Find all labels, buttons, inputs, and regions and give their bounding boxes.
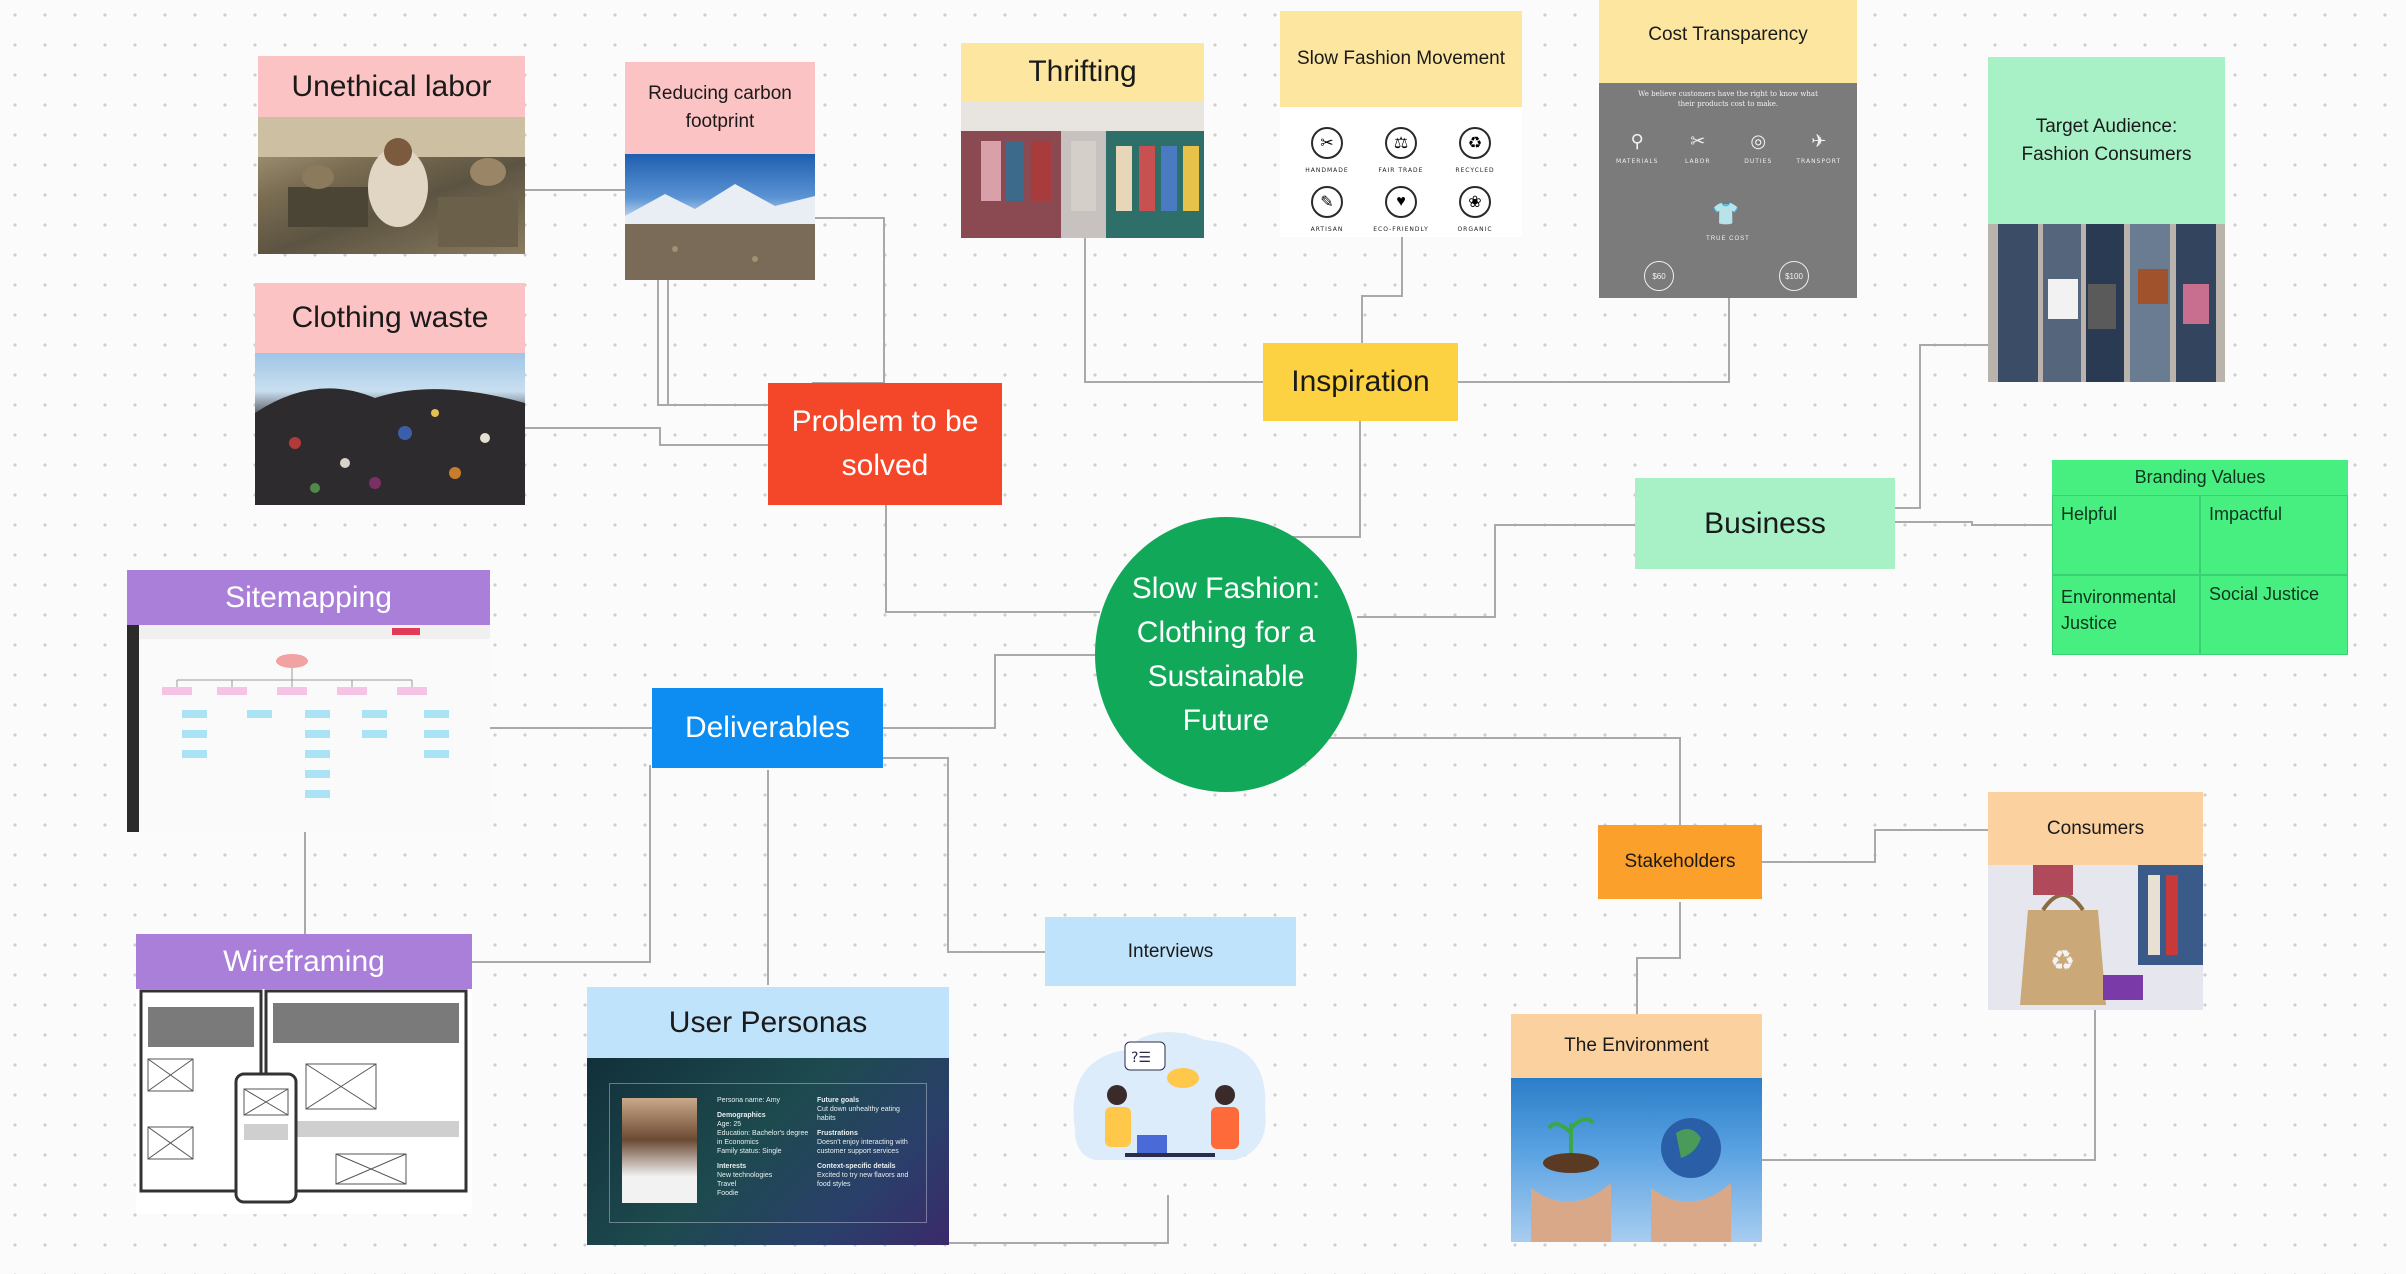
user-personas-card[interactable]: User Personas Persona name: Amy Demograp… — [587, 987, 949, 1245]
mountain-landscape-image — [625, 154, 815, 280]
duties-icon: ◎ — [1750, 131, 1767, 151]
movement-icons-grid: ✂HANDMADE ⚖FAIR TRADE ♻RECYCLED ✎ARTISAN… — [1290, 127, 1512, 233]
handmade-icon: ✂HANDMADE — [1297, 127, 1357, 174]
stakeholders-node[interactable]: Stakeholders — [1598, 825, 1762, 899]
persona-photo — [622, 1098, 697, 1203]
persona-context-title: Context-specific details — [817, 1163, 896, 1170]
value-social-justice: Social Justice — [2200, 575, 2348, 655]
unethical-labor-card[interactable]: Unethical labor — [258, 56, 525, 254]
deliverables-node[interactable]: Deliverables — [652, 688, 883, 768]
interview-illustration: ?☰ — [1065, 1020, 1275, 1170]
thrifting-card[interactable]: Thrifting — [961, 43, 1204, 238]
wireframe-mockups-image — [136, 989, 472, 1214]
persona-card-image: Persona name: Amy Demographics Age: 25 E… — [587, 1058, 949, 1245]
factory-workers-image — [258, 117, 525, 254]
card-header: Reducing carbon footprint — [625, 62, 815, 154]
card-header: Clothing waste — [255, 283, 525, 353]
value-impactful: Impactful — [2200, 495, 2348, 575]
thread-icon: ⚲ — [1630, 131, 1644, 151]
branding-values-header: Branding Values — [2052, 460, 2348, 495]
value-helpful: Helpful — [2052, 495, 2200, 575]
recycled-icon: ♻RECYCLED — [1445, 127, 1505, 174]
persona-demographics-title: Demographics — [717, 1112, 766, 1119]
sitemapping-card[interactable]: Sitemapping — [127, 570, 490, 832]
shoppers-image — [1988, 224, 2225, 382]
card-header: Thrifting — [961, 43, 1204, 101]
price-circle-high: $100 — [1779, 261, 1809, 291]
transparency-items: ⚲MATERIALS ✂LABOR ◎DUTIES ✈TRANSPORT — [1616, 131, 1842, 165]
card-header: Target Audience: Fashion Consumers — [1988, 57, 2225, 224]
recycling-bag-image: ♻ — [1988, 865, 2203, 1010]
card-header: The Environment — [1511, 1014, 1762, 1078]
sitemap-screenshot — [127, 625, 490, 832]
clothing-waste-card[interactable]: Clothing waste — [255, 283, 525, 505]
card-header: Sitemapping — [127, 570, 490, 625]
business-node[interactable]: Business — [1635, 478, 1895, 569]
card-header: Unethical labor — [258, 56, 525, 117]
cost-transparency-card[interactable]: Cost Transparency We believe customers h… — [1599, 0, 1857, 298]
svg-text:♻: ♻ — [2050, 944, 2075, 977]
card-header: Wireframing — [136, 934, 472, 989]
slow-fashion-movement-card[interactable]: Slow Fashion Movement ✂HANDMADE ⚖FAIR TR… — [1280, 11, 1522, 237]
persona-family: Family status: Single — [717, 1148, 782, 1155]
landfill-image — [255, 353, 525, 505]
sewing-icon: ✂ — [1690, 131, 1706, 151]
hands-earth-image — [1511, 1078, 1762, 1242]
target-audience-card[interactable]: Target Audience: Fashion Consumers — [1988, 57, 2225, 382]
plane-icon: ✈ — [1811, 131, 1827, 151]
persona-name: Persona name: Amy — [717, 1097, 781, 1104]
wireframing-card[interactable]: Wireframing — [136, 934, 472, 1214]
thrift-store-image — [961, 101, 1204, 238]
cost-breakdown-image: We believe customers have the right to k… — [1599, 83, 1857, 298]
card-header: User Personas — [587, 987, 949, 1058]
persona-frustrations-title: Frustrations — [817, 1130, 858, 1137]
persona-interest: New technologies — [717, 1172, 773, 1179]
branding-values-grid: Helpful Impactful Environmental Justice … — [2052, 495, 2348, 655]
central-topic[interactable]: Slow Fashion: Clothing for a Sustainable… — [1095, 517, 1357, 792]
persona-goals: Cut down unhealthy eating habits — [817, 1106, 900, 1122]
persona-education: Education: Bachelor's degree in Economic… — [717, 1130, 809, 1146]
interviews-node[interactable]: Interviews — [1045, 917, 1296, 986]
card-header: Consumers — [1988, 792, 2203, 865]
organic-icon: ❀ORGANIC — [1445, 186, 1505, 233]
persona-frustrations: Doesn't enjoy interacting with customer … — [817, 1139, 908, 1155]
fair-trade-icon: ⚖FAIR TRADE — [1371, 127, 1431, 174]
persona-goals-title: Future goals — [817, 1097, 860, 1104]
environment-card[interactable]: The Environment — [1511, 1014, 1762, 1242]
shirt-icon: 👕 — [1712, 201, 1740, 226]
persona-interest: Travel — [717, 1181, 737, 1188]
persona-context: Excited to try new flavors and food styl… — [817, 1172, 909, 1188]
card-header: Slow Fashion Movement — [1280, 11, 1522, 107]
consumers-card[interactable]: Consumers ♻ — [1988, 792, 2203, 1010]
card-header: Cost Transparency — [1599, 0, 1857, 83]
true-cost-label: TRUE COST — [1706, 236, 1750, 242]
eco-friendly-icon: ♥ECO-FRIENDLY — [1371, 186, 1431, 233]
svg-text:?☰: ?☰ — [1131, 1050, 1151, 1066]
price-circle-low: $60 — [1644, 261, 1674, 291]
reducing-carbon-card[interactable]: Reducing carbon footprint — [625, 62, 815, 280]
transparency-caption: We believe customers have the right to k… — [1638, 90, 1818, 108]
problem-node[interactable]: Problem to be solved — [768, 383, 1002, 505]
persona-interest: Foodie — [717, 1190, 739, 1197]
persona-age: Age: 25 — [717, 1121, 742, 1128]
artisan-icon: ✎ARTISAN — [1297, 186, 1357, 233]
inspiration-node[interactable]: Inspiration — [1263, 343, 1458, 421]
persona-interests-title: Interests — [717, 1163, 747, 1170]
value-environmental-justice: Environmental Justice — [2052, 575, 2200, 655]
